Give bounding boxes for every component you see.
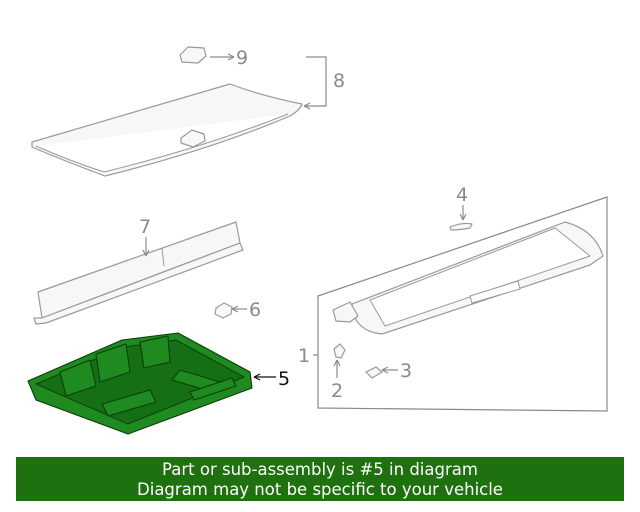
trim-panel-part-7[interactable] — [33, 221, 244, 325]
parts-diagram: 9 8 7 6 4 1 2 3 5 — [27, 46, 608, 435]
part-info-banner: Part or sub-assembly is #5 in diagram Di… — [16, 457, 624, 501]
clip-part-9[interactable] — [179, 46, 207, 64]
clip-part-2[interactable] — [333, 343, 346, 359]
clip-part-4[interactable] — [449, 222, 473, 231]
callout-2: 2 — [331, 380, 343, 402]
banner-line-2: Diagram may not be specific to your vehi… — [137, 480, 503, 499]
rear-trim-panel-part-1[interactable] — [332, 221, 604, 335]
callout-6: 6 — [249, 299, 261, 321]
leader-lines — [142, 53, 467, 381]
callout-7: 7 — [139, 216, 151, 238]
cargo-cover-panel[interactable] — [31, 83, 303, 177]
storage-tray-part-5[interactable] — [27, 332, 253, 435]
banner-line-1: Part or sub-assembly is #5 in diagram — [162, 460, 478, 479]
callout-4: 4 — [456, 184, 468, 206]
callout-8: 8 — [333, 70, 345, 92]
clip-part-3[interactable] — [365, 366, 383, 379]
callout-1: 1 — [298, 345, 310, 367]
callout-3: 3 — [400, 360, 412, 382]
callout-5: 5 — [278, 368, 290, 390]
callout-9: 9 — [236, 47, 248, 69]
fastener-part-6[interactable] — [214, 302, 233, 319]
